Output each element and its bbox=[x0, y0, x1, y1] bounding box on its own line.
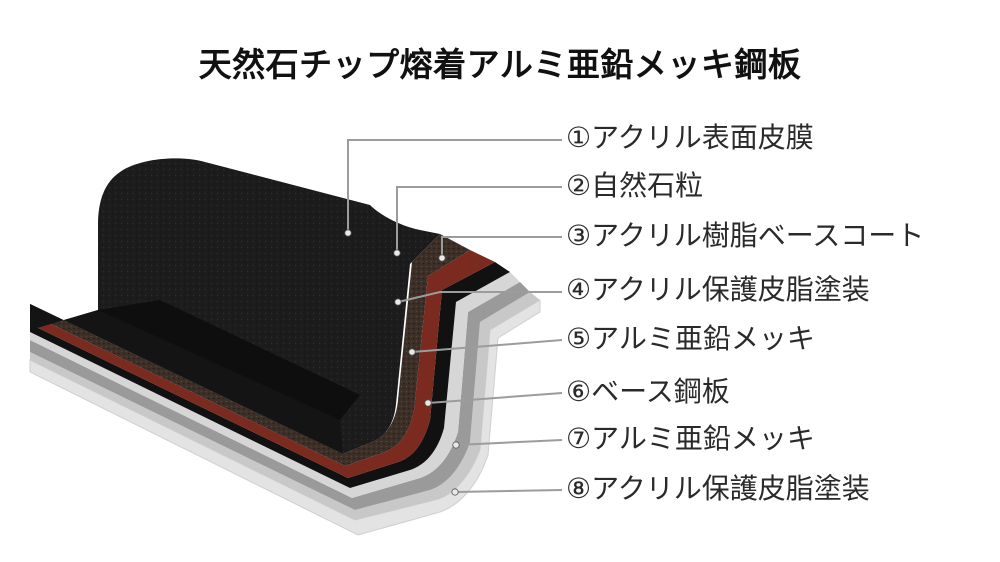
leader-dot-3 bbox=[438, 254, 446, 262]
leader-line-4 bbox=[397, 291, 562, 303]
leader-line-3 bbox=[441, 236, 562, 258]
layer-2-shape bbox=[30, 234, 470, 466]
leader-line-6 bbox=[427, 392, 563, 404]
leader-line-5 bbox=[411, 339, 563, 353]
leader-line-7 bbox=[455, 439, 563, 446]
layer-3-shape bbox=[30, 250, 495, 478]
leader-dot-1 bbox=[344, 229, 352, 237]
layer-5-shape bbox=[30, 272, 520, 498]
leader-dot-5 bbox=[408, 348, 416, 356]
layer-label-6: ⑥ベース鋼板 bbox=[566, 375, 730, 408]
step-top bbox=[98, 300, 360, 420]
leader-dot-2 bbox=[393, 249, 401, 257]
page-title: 天然石チップ熔着アルミ亜鉛メッキ鋼板 bbox=[198, 45, 802, 84]
layer-4-shape bbox=[30, 262, 510, 488]
layer-label-7: ⑦アルミ亜鉛メッキ bbox=[566, 422, 815, 455]
leader-dot-8 bbox=[451, 488, 459, 496]
layer-label-2: ②自然石粒 bbox=[566, 169, 704, 202]
layer-label-4: ④アクリル保護皮脂塗装 bbox=[566, 273, 870, 306]
leader-dot-7 bbox=[452, 441, 460, 449]
layer-label-8: ⑧アクリル保護皮脂塗装 bbox=[566, 472, 870, 505]
leader-line-8 bbox=[454, 489, 563, 493]
leader-lines bbox=[347, 139, 563, 493]
layer-1-shape bbox=[30, 158, 440, 454]
leader-dots bbox=[344, 229, 460, 496]
layer-label-5: ⑤アルミ亜鉛メッキ bbox=[566, 322, 815, 355]
layer-6-shape bbox=[30, 282, 530, 510]
step-face bbox=[30, 304, 343, 454]
layer-7-shape bbox=[30, 292, 540, 520]
leader-dot-6 bbox=[424, 399, 432, 407]
layer-label-3: ③アクリル樹脂ベースコート bbox=[566, 219, 925, 252]
leader-line-2 bbox=[396, 186, 562, 253]
leader-dot-4 bbox=[394, 298, 402, 306]
leader-line-1 bbox=[347, 139, 562, 233]
layer-label-1: ①アクリル表面皮膜 bbox=[566, 121, 814, 154]
